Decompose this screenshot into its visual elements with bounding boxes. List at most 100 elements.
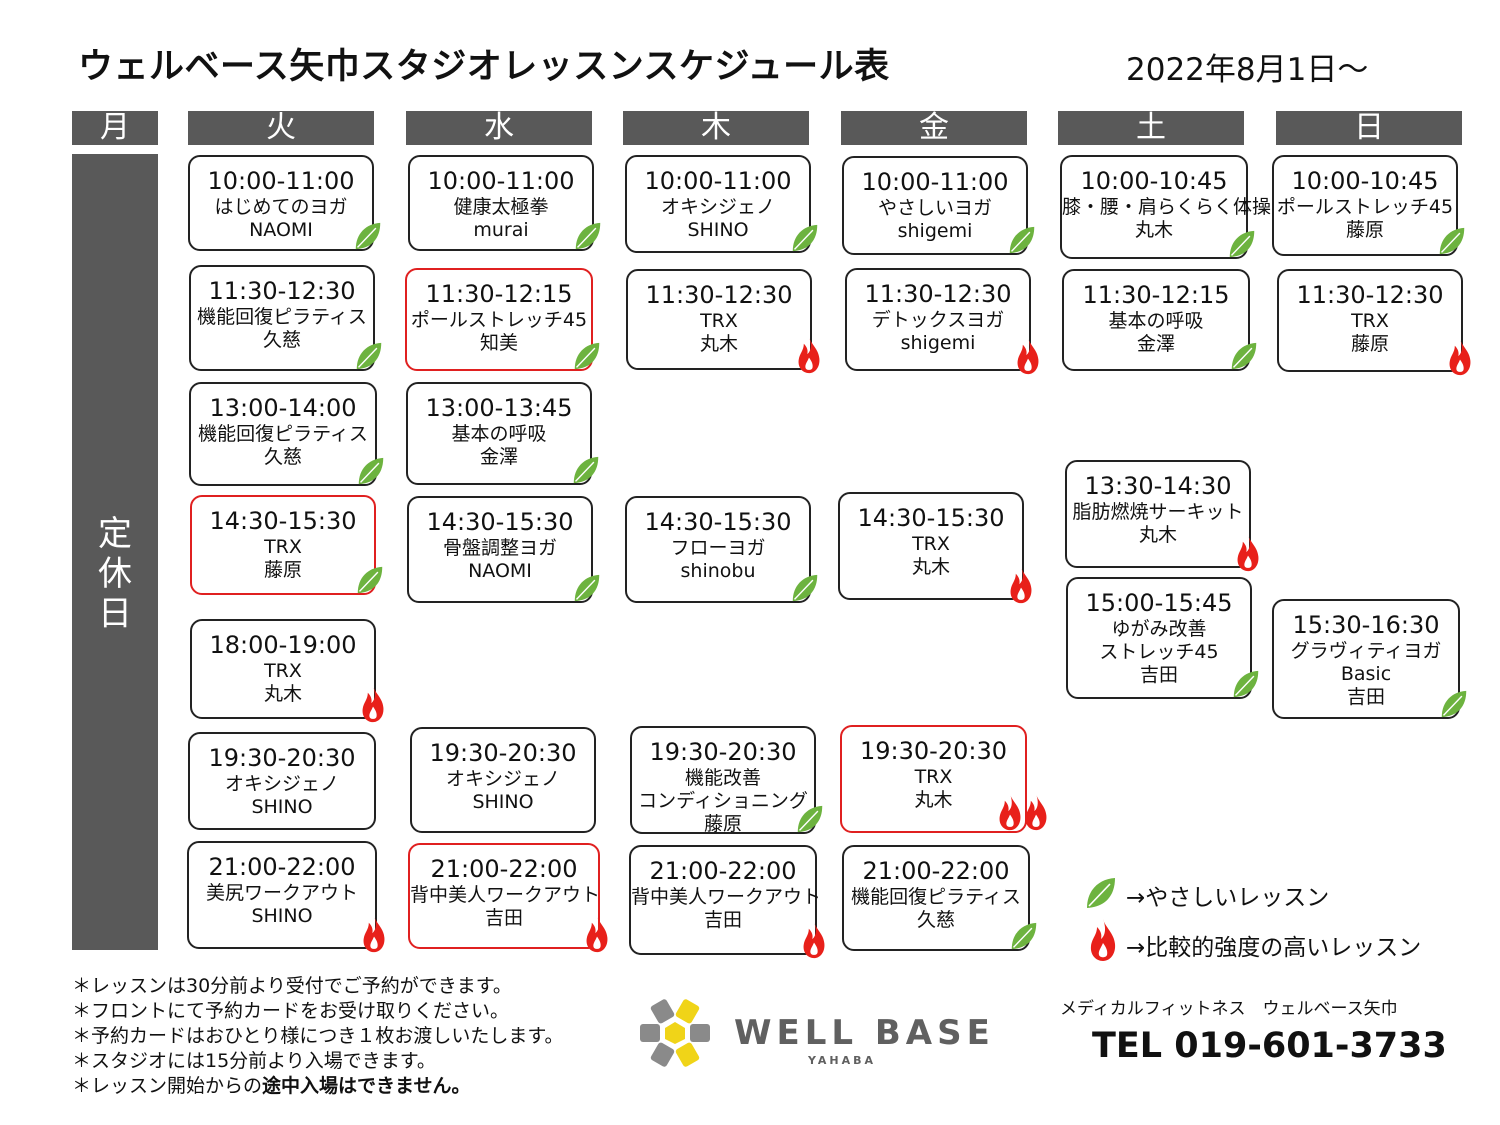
lesson-line: コンディショニング bbox=[638, 790, 808, 812]
lesson-line: 丸木 bbox=[1134, 219, 1173, 241]
lesson-line: Basic bbox=[1340, 663, 1392, 685]
lesson-line: shinobu bbox=[680, 560, 756, 582]
fire-icon bbox=[361, 915, 387, 959]
note-reception: ＊レッスンは30分前より受付でご予約ができます。 bbox=[72, 975, 512, 997]
lesson-time: 21:00-22:00 bbox=[430, 855, 578, 883]
page-title: ウェルベース矢巾スタジオレッスンスケジュール表 bbox=[78, 47, 890, 87]
lesson-line: 背中美人ワークアウト bbox=[631, 886, 822, 908]
lesson-line: NAOMI bbox=[468, 560, 532, 582]
lesson-time: 11:30-12:30 bbox=[1296, 281, 1444, 309]
lesson-line: オキシジェノ bbox=[224, 773, 339, 795]
lesson-time: 11:30-12:30 bbox=[208, 277, 356, 305]
lesson-time: 21:00-22:00 bbox=[862, 857, 1010, 885]
lesson-time: 19:30-20:30 bbox=[429, 739, 577, 767]
lesson-time: 21:00-22:00 bbox=[208, 853, 356, 881]
lesson-time: 10:00-11:00 bbox=[644, 167, 792, 195]
lesson-line: 機能改善 bbox=[684, 767, 761, 789]
lesson-time: 14:30-15:30 bbox=[426, 508, 574, 536]
lesson-time: 14:30-15:30 bbox=[644, 508, 792, 536]
lesson-time: 21:00-22:00 bbox=[649, 857, 797, 885]
lesson-line: 知美 bbox=[479, 332, 518, 354]
fire-icon bbox=[1235, 534, 1261, 578]
lesson-time: 18:00-19:00 bbox=[209, 631, 357, 659]
lesson-time: 19:30-20:30 bbox=[860, 737, 1007, 765]
lesson-line: 健康太極拳 bbox=[453, 196, 549, 218]
leaf-icon bbox=[354, 221, 382, 257]
lesson-line: 久慈 bbox=[263, 446, 302, 468]
lesson-time: 14:30-15:30 bbox=[209, 507, 357, 535]
lesson-line: SHINO bbox=[472, 791, 534, 813]
fire-icon bbox=[1008, 566, 1034, 610]
monday-closed-block: 定 休 日 bbox=[72, 154, 158, 950]
lesson-line: 藤原 bbox=[263, 559, 302, 581]
lesson-line: 吉田 bbox=[1139, 664, 1178, 686]
leaf-icon bbox=[1008, 225, 1036, 261]
leaf-icon bbox=[356, 565, 384, 601]
lesson-line: 藤原 bbox=[703, 813, 742, 835]
lesson-time: 11:30-12:15 bbox=[425, 280, 573, 308]
lesson-time: 13:30-14:30 bbox=[1084, 472, 1232, 500]
lesson-line: 金澤 bbox=[479, 446, 518, 468]
leaf-icon bbox=[357, 456, 385, 492]
leaf-icon bbox=[1230, 341, 1258, 377]
lesson-line: TRX bbox=[264, 536, 302, 558]
note-studio-entry: ＊スタジオには15分前より入場できます。 bbox=[72, 1050, 436, 1072]
fire-icon bbox=[1447, 338, 1473, 382]
lesson-line: SHINO bbox=[251, 905, 313, 927]
lesson-time: 11:30-12:15 bbox=[1082, 281, 1230, 309]
note-reservation-card: ＊フロントにて予約カードをお受け取りください。 bbox=[72, 1000, 510, 1022]
lesson-time: 10:00-11:00 bbox=[427, 167, 575, 195]
leaf-icon bbox=[1010, 921, 1038, 957]
lesson-line: 丸木 bbox=[914, 789, 953, 811]
lesson-line: 機能回復ピラティス bbox=[198, 423, 368, 445]
lesson-line: 久慈 bbox=[262, 329, 301, 351]
lesson-time: 10:00-11:00 bbox=[861, 168, 1009, 196]
day-header-tue: 火 bbox=[188, 111, 374, 145]
closed-label-char: 休 bbox=[98, 554, 132, 594]
lesson-line: 藤原 bbox=[1345, 219, 1384, 241]
phone-number: TEL 019-601-3733 bbox=[1092, 1026, 1447, 1066]
leaf-icon bbox=[791, 573, 819, 609]
leaf-icon bbox=[355, 341, 383, 377]
lesson-line: ポールストレッチ45 bbox=[1276, 196, 1454, 218]
lesson-line: オキシジェノ bbox=[660, 196, 775, 218]
leaf-icon bbox=[573, 341, 601, 377]
logo-subtext: YAHABA bbox=[808, 1054, 877, 1067]
note-no-late-entry-prefix: ＊レッスン開始からの bbox=[72, 1075, 263, 1097]
lesson-line: 丸木 bbox=[911, 556, 950, 578]
leaf-icon bbox=[573, 573, 601, 609]
lesson-line: 基本の呼吸 bbox=[1108, 310, 1204, 332]
day-header-sat: 土 bbox=[1058, 111, 1244, 145]
lesson-time: 10:00-11:00 bbox=[207, 167, 355, 195]
lesson-line: 久慈 bbox=[916, 909, 955, 931]
lesson-time: 15:30-16:30 bbox=[1292, 611, 1440, 639]
lesson-line: 機能回復ピラティス bbox=[851, 886, 1021, 908]
leaf-icon bbox=[572, 455, 600, 491]
lesson-time: 14:30-15:30 bbox=[857, 504, 1005, 532]
schedule-start-date: 2022年8月1日～ bbox=[1126, 52, 1369, 88]
lesson-line: オキシジェノ bbox=[445, 768, 560, 790]
legend-easy-text: →やさしいレッスン bbox=[1126, 885, 1330, 911]
closed-label-char: 日 bbox=[98, 594, 132, 634]
lesson-line: TRX bbox=[912, 533, 950, 555]
lesson-line: 丸木 bbox=[263, 683, 302, 705]
lesson-line: 背中美人ワークアウト bbox=[410, 884, 601, 906]
lesson-line: shigemi bbox=[900, 332, 976, 354]
lesson-line: TRX bbox=[700, 310, 738, 332]
